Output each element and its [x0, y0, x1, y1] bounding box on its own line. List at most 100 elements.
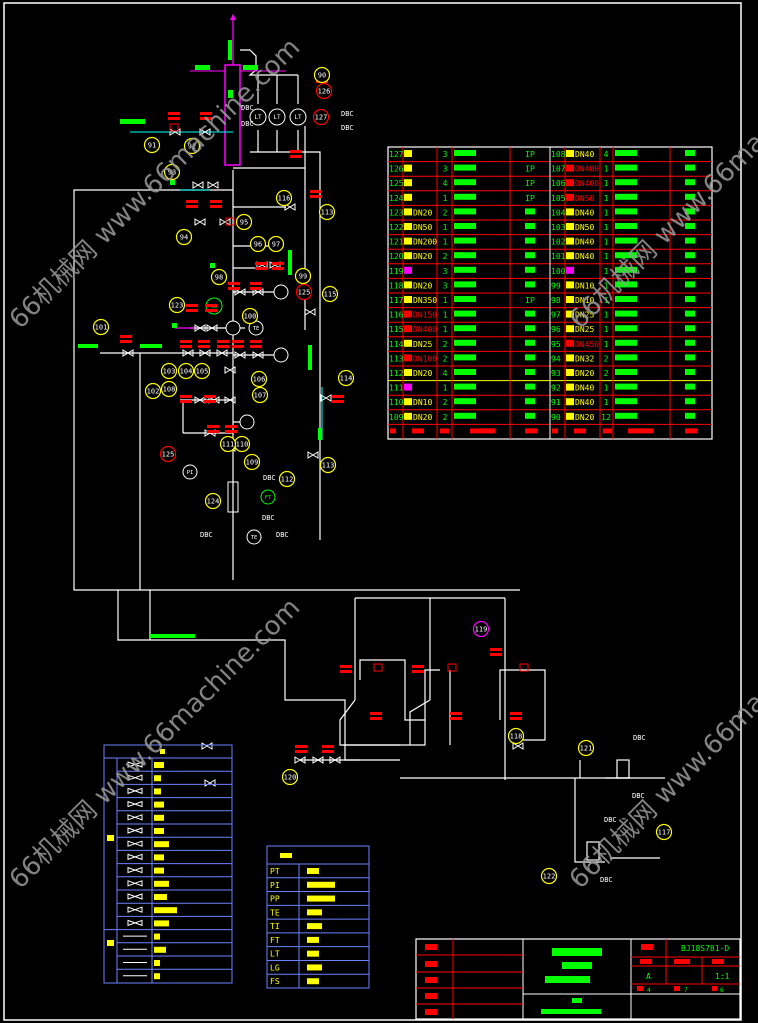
drain-label: DBC [633, 734, 646, 742]
tag-text-block [510, 717, 522, 720]
cell-spec: DN25 [413, 340, 432, 349]
description-block [454, 179, 476, 186]
cell-no: 126 [389, 165, 404, 174]
cell-qty: 1 [604, 340, 609, 349]
cell-spec: DN20 [413, 208, 432, 217]
cell-qty: 3 [443, 165, 448, 174]
description-block [615, 223, 637, 229]
tag-text-block [204, 400, 216, 403]
legend-valve-symbol-icon [127, 866, 143, 874]
tag-text-block [310, 195, 322, 198]
tag-text-block [332, 395, 344, 398]
cell-qty: 1 [443, 223, 448, 232]
callout-number: 97 [272, 241, 280, 249]
valve-icon [252, 351, 264, 359]
valve-icon [199, 349, 211, 357]
legend-label-block [154, 973, 160, 980]
pressure-gauge [273, 284, 289, 300]
cell-note: IP [525, 179, 535, 188]
cell-no: 97 [551, 311, 561, 320]
callout-bubble [295, 283, 313, 301]
callout-number: 116 [278, 195, 291, 203]
callout-bubble [143, 136, 161, 154]
cell-no: 121 [389, 238, 404, 247]
pressure-indicator [182, 464, 198, 480]
cell-spec: DN350 [413, 296, 437, 305]
cell-qty: 1 [604, 398, 609, 407]
tag-text-block [225, 425, 237, 428]
cell-spec: DN400 [575, 165, 599, 174]
cell-spec: DN40 [575, 208, 594, 217]
legend-label-block [154, 828, 164, 834]
callout-bubble [319, 456, 337, 474]
tag-text-block [490, 648, 502, 651]
cell-spec: DN25 [575, 325, 594, 334]
legend-label-block [154, 854, 164, 861]
description-block [615, 179, 637, 186]
tag-text-block [205, 309, 217, 312]
legend-valve-symbol-icon [127, 919, 143, 927]
description-block [454, 398, 476, 405]
cell-no: 90 [551, 413, 561, 422]
cell-spec: DN40 [575, 398, 594, 407]
line-labels [78, 40, 322, 638]
drain-label: DBC [200, 531, 213, 539]
tag-text-block [168, 112, 180, 115]
cell-qty: 1 [604, 252, 609, 261]
cell-spec: DN20 [413, 369, 432, 378]
callout-number: 92 [188, 143, 196, 151]
tag-text-block [180, 345, 192, 348]
header-cell [412, 428, 424, 434]
description-block [615, 296, 637, 302]
cell-no: 124 [389, 194, 404, 203]
cell-qty: 1 [604, 281, 609, 290]
description-block [454, 164, 476, 171]
callout-number: 110 [236, 441, 249, 449]
lt-label: LT [254, 114, 262, 121]
description-block [454, 281, 476, 288]
instrument-code: PP [270, 895, 280, 904]
valve-icon [206, 324, 218, 332]
callout-number: 96 [254, 241, 262, 249]
cell-qty: 1 [604, 208, 609, 217]
callout-bubble [92, 318, 110, 336]
cell-qty: 4 [604, 150, 609, 159]
callout-bubble [177, 362, 195, 380]
sheets-total: 4 [647, 987, 651, 994]
valve-icon [169, 128, 181, 136]
description-block [615, 237, 637, 244]
callout-bubble [250, 370, 268, 388]
legend-valve-symbol-icon [127, 893, 143, 900]
cell-spec: DN450 [575, 340, 599, 349]
tag-text-block [186, 200, 198, 203]
lt-gauge-2 [268, 108, 286, 126]
cell-no: 109 [389, 413, 404, 422]
description-block [615, 252, 637, 259]
tag-text-block [232, 345, 244, 348]
callout-bubble [204, 492, 222, 510]
callout-number: 90 [318, 72, 326, 80]
callout-number: 103 [163, 368, 176, 376]
cell-spec: DN10 [413, 398, 432, 407]
valve-icon [294, 756, 306, 764]
tag-text-block [412, 670, 424, 673]
cell-spec: DN25 [575, 311, 594, 320]
cell-no: 95 [551, 340, 561, 349]
callout-number: 111 [222, 441, 235, 449]
cell-no: 106 [551, 179, 566, 188]
tag-text-block [370, 717, 382, 720]
cell-no: 93 [551, 369, 561, 378]
callout-bubble [318, 203, 336, 221]
valve-icon [194, 218, 206, 226]
cell-qty: 1 [604, 238, 609, 247]
legend-valve-symbol-icon [127, 853, 143, 861]
